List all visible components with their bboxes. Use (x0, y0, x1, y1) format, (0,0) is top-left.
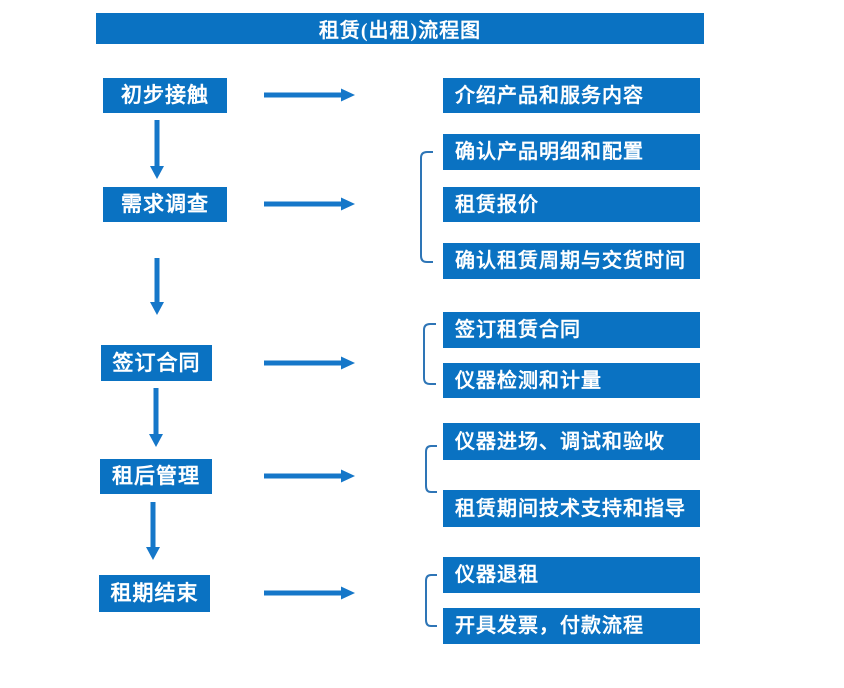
detail-label: 签订租赁合同 (455, 319, 581, 341)
right-arrow (264, 197, 355, 211)
detail-label: 仪器退租 (455, 564, 539, 586)
page-title: 租赁(出租)流程图 (318, 20, 482, 42)
group-bracket (425, 445, 437, 493)
group-bracket (425, 574, 437, 627)
detail-label: 仪器进场、调试和验收 (455, 430, 665, 453)
detail-box: 介绍产品和服务内容 (443, 78, 700, 113)
right-arrow (264, 356, 355, 370)
step-label: 初步接触 (121, 83, 209, 107)
down-arrow (146, 502, 160, 560)
group-bracket (420, 151, 433, 263)
step-box-sign-contract: 签订合同 (101, 345, 212, 381)
detail-box: 开具发票，付款流程 (443, 608, 700, 644)
detail-box: 租赁期间技术支持和指导 (443, 490, 700, 527)
step-box-rental-end: 租期结束 (99, 575, 210, 612)
detail-label: 确认租赁周期与交货时间 (455, 250, 686, 272)
step-box-post-rental-management: 租后管理 (100, 459, 212, 494)
detail-box: 签订租赁合同 (443, 312, 700, 348)
detail-label: 租赁期间技术支持和指导 (455, 497, 686, 520)
step-label: 签订合同 (112, 350, 201, 375)
right-arrow (264, 586, 355, 600)
title-bar: 租赁(出租)流程图 (96, 13, 704, 44)
down-arrow (150, 258, 164, 315)
detail-label: 仪器检测和计量 (455, 369, 602, 392)
detail-box: 仪器进场、调试和验收 (443, 423, 700, 460)
detail-box: 确认租赁周期与交货时间 (443, 243, 700, 279)
step-label: 租后管理 (112, 464, 200, 488)
detail-label: 开具发票，付款流程 (455, 615, 644, 637)
down-arrow (150, 120, 164, 179)
down-arrow (149, 388, 163, 447)
detail-box: 租赁报价 (443, 187, 700, 222)
detail-label: 确认产品明细和配置 (455, 141, 644, 163)
step-box-initial-contact: 初步接触 (103, 78, 227, 113)
detail-label: 介绍产品和服务内容 (455, 84, 644, 107)
detail-label: 租赁报价 (455, 193, 539, 216)
detail-box: 仪器退租 (443, 557, 700, 593)
step-box-demand-survey: 需求调查 (103, 187, 227, 222)
step-label: 需求调查 (121, 192, 209, 216)
right-arrow (264, 88, 355, 102)
right-arrow (264, 469, 355, 483)
step-label: 租期结束 (110, 581, 199, 605)
detail-box: 仪器检测和计量 (443, 363, 700, 398)
detail-box: 确认产品明细和配置 (443, 134, 700, 170)
group-bracket (423, 323, 436, 385)
